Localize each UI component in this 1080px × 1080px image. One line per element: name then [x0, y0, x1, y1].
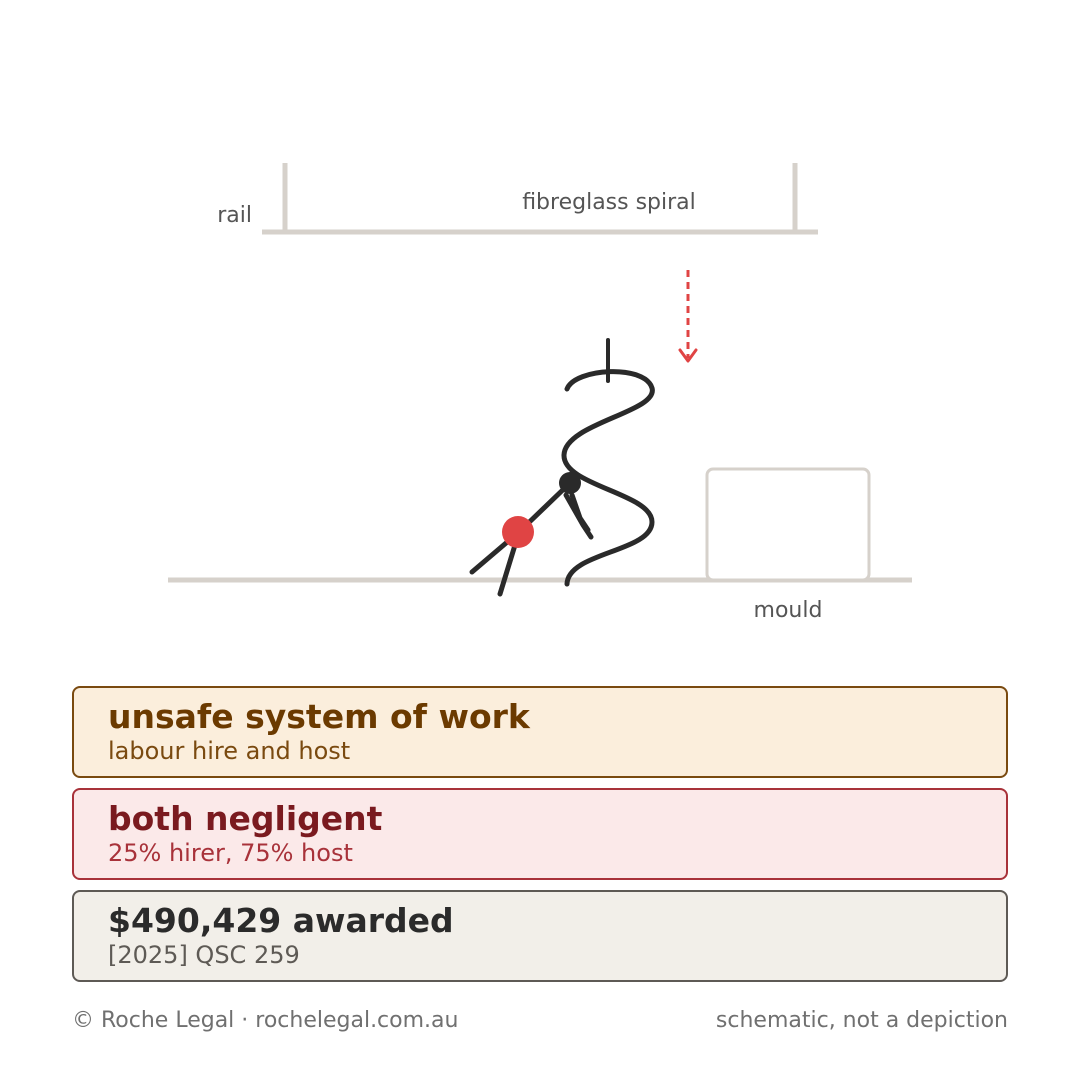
card-award: $490,429 awarded [2025] QSC 259 — [72, 890, 1008, 982]
footer-copyright: © Roche Legal · rochelegal.com.au — [72, 1008, 459, 1033]
card-title: both negligent — [108, 799, 383, 838]
fibreglass-spiral-icon — [561, 338, 655, 587]
falling-arrow-icon — [678, 270, 698, 363]
card-title: $490,429 awarded — [108, 901, 454, 940]
injury-point-icon — [502, 516, 534, 548]
mould-box — [705, 467, 871, 582]
card-subtitle: labour hire and host — [108, 737, 351, 765]
mould-label: mould — [754, 598, 823, 623]
footer-disclaimer: schematic, not a depiction — [715, 1008, 1008, 1033]
card-unsafe-system: unsafe system of work labour hire and ho… — [72, 686, 1008, 778]
spiral-label: fibreglass spiral — [522, 190, 696, 215]
rail-structure — [262, 163, 818, 235]
card-negligence: both negligent 25% hirer, 75% host — [72, 788, 1008, 880]
card-title: unsafe system of work — [108, 697, 530, 736]
card-subtitle: 25% hirer, 75% host — [108, 839, 353, 867]
card-subtitle: [2025] QSC 259 — [108, 941, 300, 969]
rail-label: rail — [217, 203, 252, 228]
incident-schematic: rail fibreglass spiral mould — [168, 163, 912, 623]
